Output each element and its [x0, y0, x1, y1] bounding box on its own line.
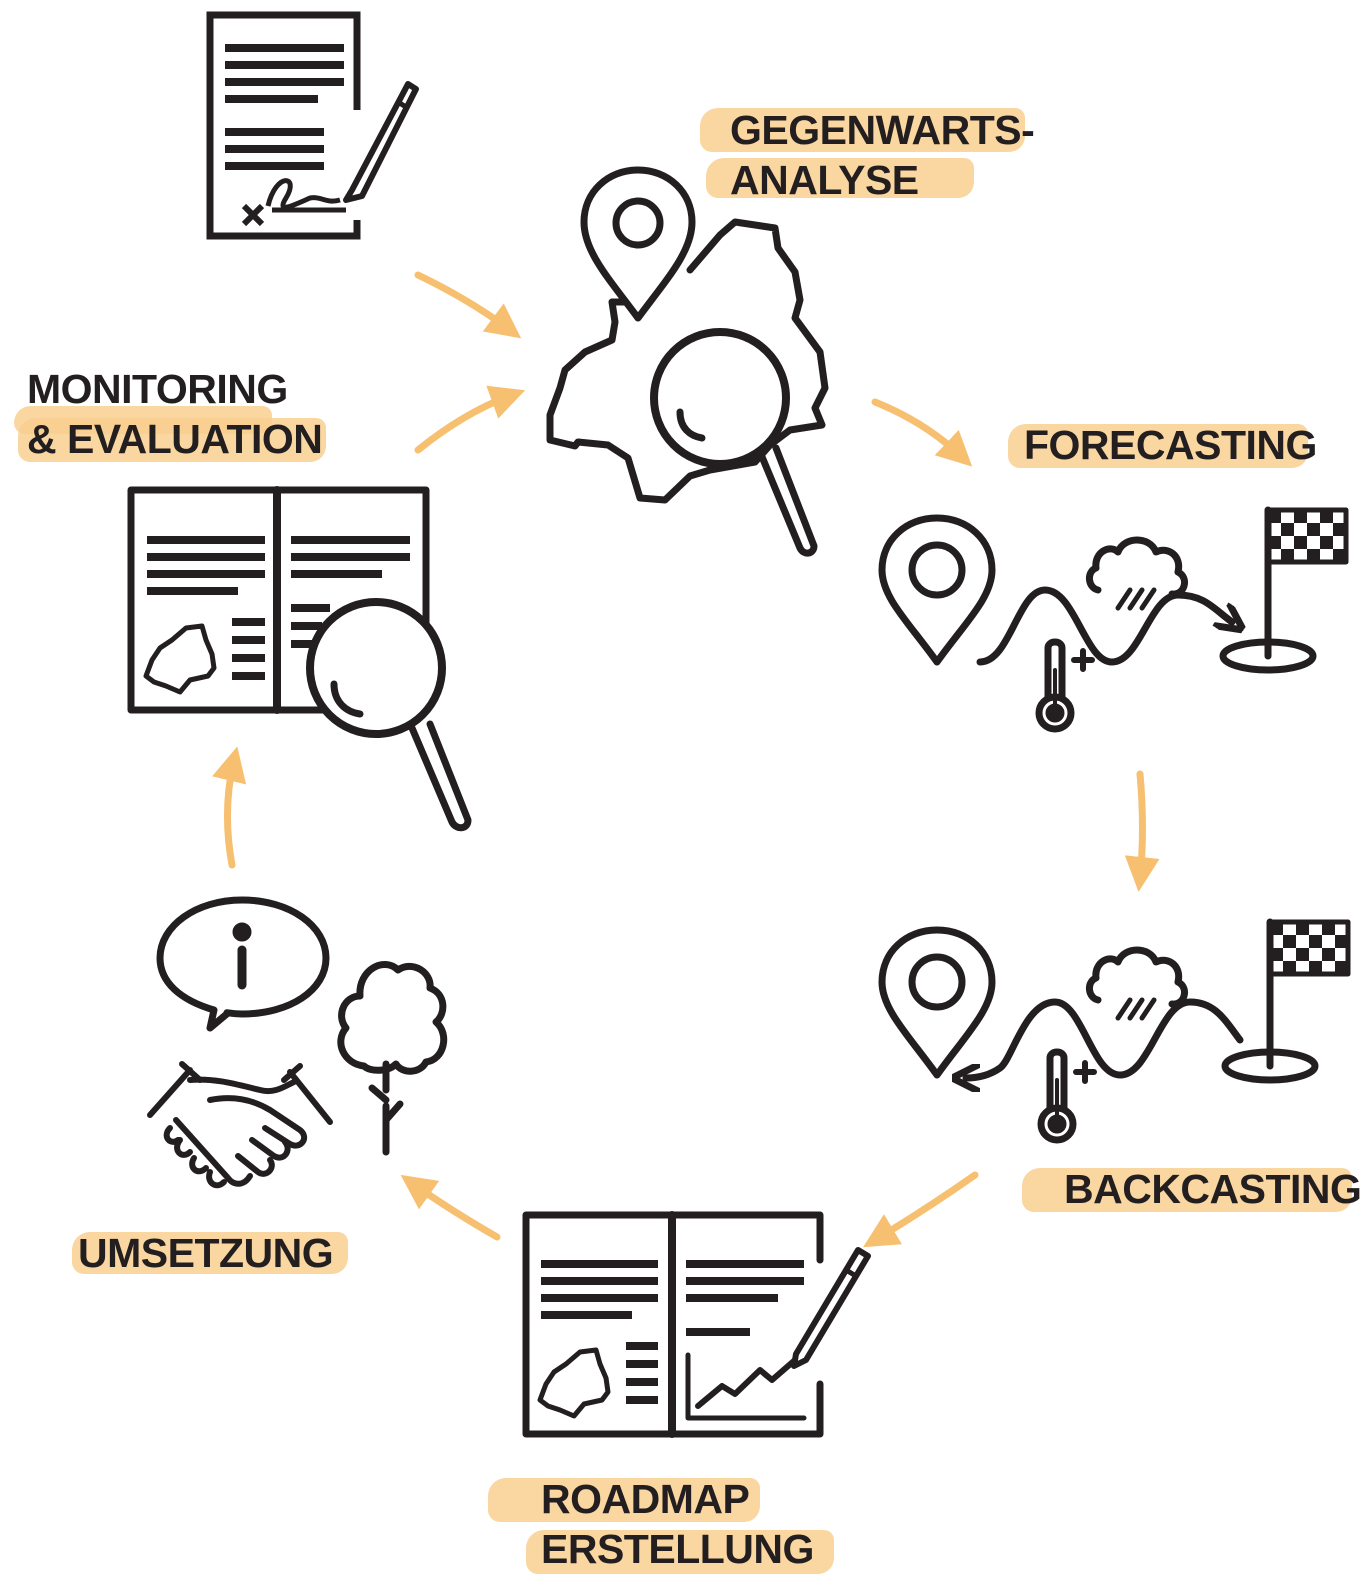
backcast-path-icon	[878, 918, 1351, 1144]
magnifier-handle	[756, 444, 818, 557]
label-roadmap: ROADMAP	[541, 1476, 750, 1522]
backcast-wave	[966, 998, 1244, 1078]
forecast-goal-flag-icon	[1219, 506, 1349, 674]
arrow-roadmap-to-umsetzung	[400, 1174, 501, 1241]
mini-region-icon	[143, 623, 217, 695]
label-gegenwarts: GEGENWARTS-	[730, 107, 1035, 153]
highlight-roadmap	[488, 1478, 760, 1522]
arrow-umsetzung-to-monitoring	[212, 746, 247, 869]
backcast-thermometer-icon	[1037, 1048, 1097, 1144]
label-forecasting: FORECASTING	[1024, 422, 1317, 468]
forecast-thermometer-icon	[1035, 638, 1095, 733]
label-umsetzung: UMSETZUNG	[78, 1230, 334, 1276]
cycle-arrows	[212, 271, 1160, 1248]
arrow-forecasting-to-backcasting	[1124, 770, 1160, 892]
highlight-forecasting	[1008, 424, 1308, 468]
pencil-icon	[791, 1247, 871, 1369]
open-book-pencil-chart-icon	[522, 1211, 871, 1438]
signed-document-icon	[206, 11, 419, 240]
highlight-evaluation	[18, 418, 326, 462]
label-erstellung: ERSTELLUNG	[541, 1526, 814, 1572]
label-evaluation: & EVALUATION	[27, 416, 323, 462]
handshake-icon	[147, 1061, 333, 1189]
arrow-backcasting-to-roadmap	[862, 1171, 979, 1248]
forecast-path-icon	[878, 506, 1349, 733]
forecast-wave	[976, 586, 1232, 666]
map-pin-region-magnifier-icon	[546, 166, 829, 557]
arrow-analyse-to-forecasting	[871, 398, 973, 467]
forecast-start-pin	[878, 514, 996, 666]
backcast-start-pin	[878, 926, 996, 1079]
arrow-monitoring-to-analyse	[414, 385, 526, 454]
arrow-document-to-analyse	[414, 271, 522, 339]
backcast-cloud-icon	[1086, 946, 1189, 1008]
tree-icon	[337, 961, 448, 1156]
backcast-goal-flag-icon	[1221, 918, 1351, 1084]
region-outline	[546, 218, 829, 504]
highlight-gegenwarts	[700, 108, 1025, 152]
label-analyse: ANALYSE	[730, 157, 919, 203]
forecast-cloud-icon	[1086, 536, 1189, 598]
label-backcasting: BACKCASTING	[1064, 1166, 1362, 1212]
line-chart-icon	[685, 1352, 807, 1421]
highlight-umsetzung	[72, 1232, 348, 1274]
magnifier-lens	[650, 328, 790, 468]
highlight-erstellung	[526, 1530, 834, 1574]
label-monitoring: MONITORING	[27, 366, 288, 412]
highlight-backcasting	[1022, 1168, 1352, 1212]
info-speech-bubble-icon	[156, 896, 330, 1032]
handshake-tree-info-icon	[147, 896, 448, 1189]
highlight-analyse	[706, 158, 974, 198]
open-book-magnifier-icon	[127, 486, 472, 832]
